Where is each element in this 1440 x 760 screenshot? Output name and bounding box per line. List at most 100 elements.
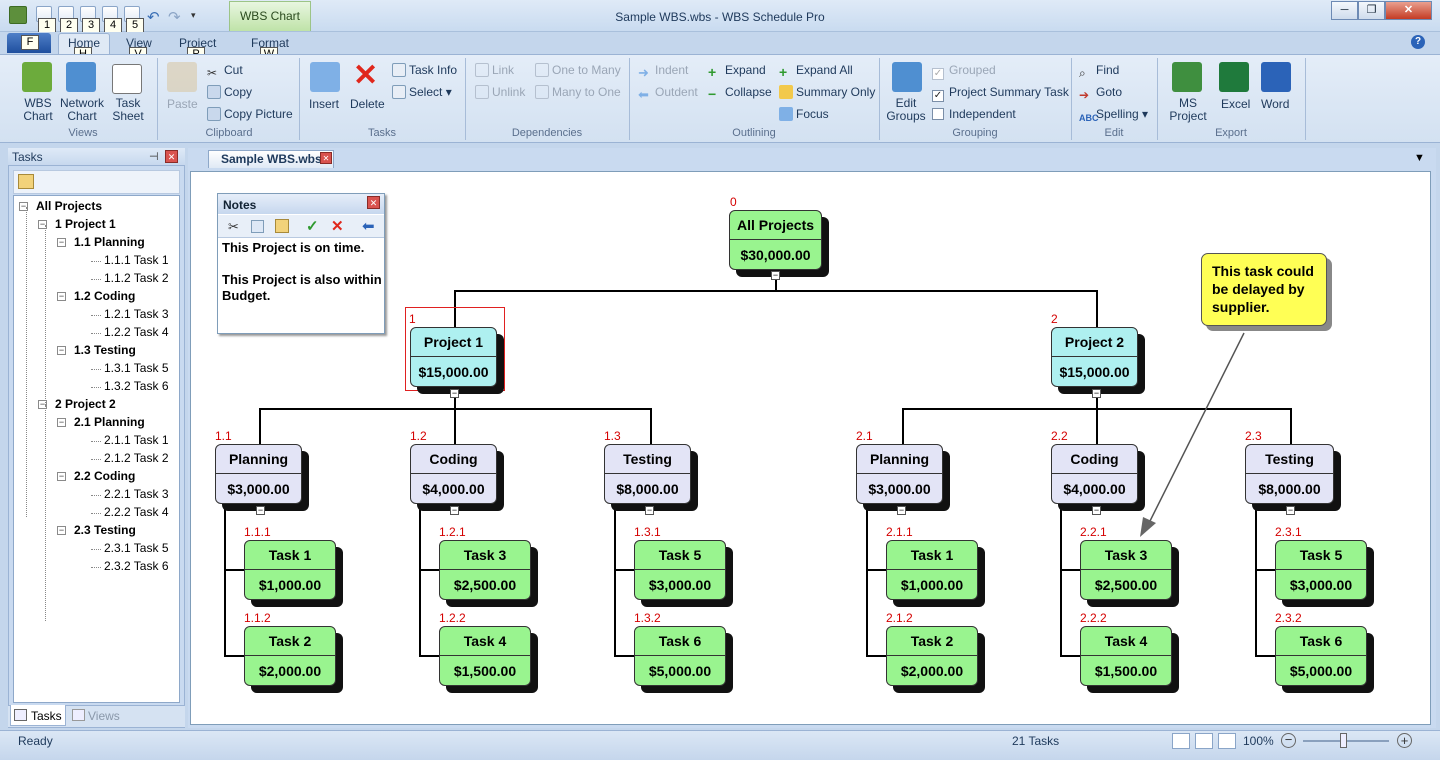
- document-tab-close-icon[interactable]: ✕: [320, 152, 332, 164]
- tab-format[interactable]: Format: [251, 36, 290, 50]
- independent-checkbox[interactable]: Independent: [932, 107, 1016, 121]
- tree-item[interactable]: 2.3.1 Task 5: [104, 541, 169, 555]
- undo-icon[interactable]: ↶: [147, 9, 160, 26]
- notes-text[interactable]: This Project is on time. This Project is…: [222, 240, 382, 303]
- notes-close-icon[interactable]: ✕: [367, 196, 380, 209]
- tree-item[interactable]: 1.2.1 Task 3: [104, 307, 169, 321]
- tree-item[interactable]: 2.1 Planning: [74, 415, 145, 429]
- accept-check-icon[interactable]: ✓: [306, 218, 319, 235]
- tree-expander-icon[interactable]: −: [57, 417, 66, 427]
- one-to-many-button[interactable]: One to Many: [535, 63, 621, 77]
- back-arrow-icon[interactable]: ⬅: [362, 218, 375, 235]
- collapse-toggle-icon[interactable]: −: [897, 505, 906, 515]
- tree-item[interactable]: 1.1 Planning: [74, 235, 145, 249]
- select-button[interactable]: Select ▾: [392, 85, 452, 99]
- link-button[interactable]: Link: [475, 63, 514, 77]
- wbs-node-planning-1[interactable]: Planning$3,000.00: [215, 444, 302, 504]
- expand-button[interactable]: +Expand: [708, 63, 766, 79]
- collapse-toggle-icon[interactable]: −: [450, 388, 459, 398]
- copy-icon[interactable]: [251, 220, 264, 233]
- redo-icon[interactable]: ↷: [168, 9, 181, 26]
- copy-picture-button[interactable]: Copy Picture: [207, 107, 293, 121]
- wbs-node-task[interactable]: Task 1$1,000.00: [886, 540, 978, 600]
- summary-only-button[interactable]: Summary Only: [779, 85, 875, 99]
- focus-button[interactable]: Focus: [779, 107, 829, 121]
- ms-project-button[interactable]: MS Project: [1169, 96, 1207, 123]
- collapse-toggle-icon[interactable]: −: [450, 505, 459, 515]
- zoom-out-icon[interactable]: −: [1281, 733, 1296, 748]
- wbs-node-task[interactable]: Task 6$5,000.00: [1275, 626, 1367, 686]
- app-icon[interactable]: [9, 6, 27, 24]
- collapse-toggle-icon[interactable]: −: [1092, 505, 1101, 515]
- wbs-node-project-1[interactable]: Project 1$15,000.00: [410, 327, 497, 387]
- tab-project[interactable]: Project: [179, 36, 217, 50]
- tree-expander-icon[interactable]: −: [57, 471, 66, 481]
- wbs-node-task[interactable]: Task 5$3,000.00: [634, 540, 726, 600]
- restore-button[interactable]: ❐: [1358, 1, 1385, 20]
- collapse-toggle-icon[interactable]: −: [771, 270, 780, 280]
- task-sheet-button[interactable]: Task Sheet: [112, 96, 144, 123]
- tree-item[interactable]: 1.3.2 Task 6: [104, 379, 169, 393]
- project-summary-task-checkbox[interactable]: ✓Project Summary Task: [932, 85, 1069, 102]
- wbs-chart-button[interactable]: WBS Chart: [23, 96, 53, 123]
- outline-folder-icon[interactable]: [18, 174, 34, 189]
- wbs-node-coding-1[interactable]: Coding$4,000.00: [410, 444, 497, 504]
- edit-groups-button[interactable]: Edit Groups: [886, 96, 926, 123]
- wbs-node-testing-1[interactable]: Testing$8,000.00: [604, 444, 691, 504]
- outdent-button[interactable]: ⬅Outdent: [638, 85, 698, 102]
- sheet-view-icon[interactable]: [1218, 733, 1236, 749]
- wbs-node-task[interactable]: Task 1$1,000.00: [244, 540, 336, 600]
- cut-button[interactable]: ✂Cut: [207, 63, 243, 80]
- reject-x-icon[interactable]: ✕: [331, 218, 344, 235]
- find-button[interactable]: ⌕Find: [1079, 63, 1119, 80]
- wbs-view-icon[interactable]: [1172, 733, 1190, 749]
- tab-view[interactable]: View: [126, 36, 152, 50]
- unlink-button[interactable]: Unlink: [475, 85, 525, 99]
- tree-item[interactable]: 1 Project 1: [55, 217, 116, 231]
- tree-item[interactable]: 2.3.2 Task 6: [104, 559, 169, 573]
- tree-expander-icon[interactable]: −: [19, 201, 28, 211]
- wbs-node-task[interactable]: Task 2$2,000.00: [886, 626, 978, 686]
- collapse-toggle-icon[interactable]: −: [645, 505, 654, 515]
- tree-item[interactable]: 1.2.2 Task 4: [104, 325, 169, 339]
- network-view-icon[interactable]: [1195, 733, 1213, 749]
- tree-item[interactable]: All Projects: [36, 199, 103, 213]
- tree-item[interactable]: 2.1.1 Task 1: [104, 433, 169, 447]
- close-button[interactable]: ✕: [1385, 1, 1432, 20]
- wbs-node-all-projects[interactable]: All Projects$30,000.00: [729, 210, 822, 270]
- tree-item[interactable]: 1.1.2 Task 2: [104, 271, 169, 285]
- expand-all-button[interactable]: +Expand All: [779, 63, 853, 79]
- indent-button[interactable]: ➜Indent: [638, 63, 688, 80]
- collapse-button[interactable]: −Collapse: [708, 85, 772, 101]
- callout-note[interactable]: This task could be delayed by supplier.: [1201, 253, 1327, 326]
- customize-qat-icon[interactable]: ▾: [191, 10, 196, 20]
- collapse-toggle-icon[interactable]: −: [1286, 505, 1295, 515]
- wbs-node-task[interactable]: Task 3$2,500.00: [439, 540, 531, 600]
- wbs-node-testing-2[interactable]: Testing$8,000.00: [1245, 444, 1334, 504]
- grouped-checkbox[interactable]: ✓Grouped: [932, 63, 996, 80]
- spelling-button[interactable]: ABCSpelling ▾: [1079, 107, 1148, 127]
- network-chart-button[interactable]: Network Chart: [59, 96, 104, 123]
- tab-home[interactable]: [58, 33, 110, 55]
- tab-list-dropdown-icon[interactable]: ▼: [1414, 152, 1425, 164]
- wbs-node-planning-2[interactable]: Planning$3,000.00: [856, 444, 943, 504]
- wbs-node-task[interactable]: Task 4$1,500.00: [1080, 626, 1172, 686]
- pane-close-icon[interactable]: ✕: [165, 150, 178, 163]
- tree-item[interactable]: 1.2 Coding: [74, 289, 136, 303]
- insert-button[interactable]: Insert: [309, 97, 340, 111]
- paste-icon[interactable]: [275, 219, 289, 233]
- document-tab[interactable]: Sample WBS.wbs: [208, 150, 334, 168]
- wbs-node-task[interactable]: Task 6$5,000.00: [634, 626, 726, 686]
- zoom-in-icon[interactable]: +: [1397, 733, 1412, 748]
- tree-item[interactable]: 1.3.1 Task 5: [104, 361, 169, 375]
- tree-expander-icon[interactable]: −: [57, 345, 66, 355]
- word-button[interactable]: Word: [1261, 97, 1290, 111]
- collapse-toggle-icon[interactable]: −: [256, 505, 265, 515]
- paste-button[interactable]: Paste: [167, 97, 198, 111]
- tree-item[interactable]: 2 Project 2: [55, 397, 116, 411]
- many-to-one-button[interactable]: Many to One: [535, 85, 621, 99]
- tree-expander-icon[interactable]: −: [38, 399, 47, 409]
- copy-button[interactable]: Copy: [207, 85, 252, 99]
- tree-item[interactable]: 2.1.2 Task 2: [104, 451, 169, 465]
- minimize-button[interactable]: ─: [1331, 1, 1358, 20]
